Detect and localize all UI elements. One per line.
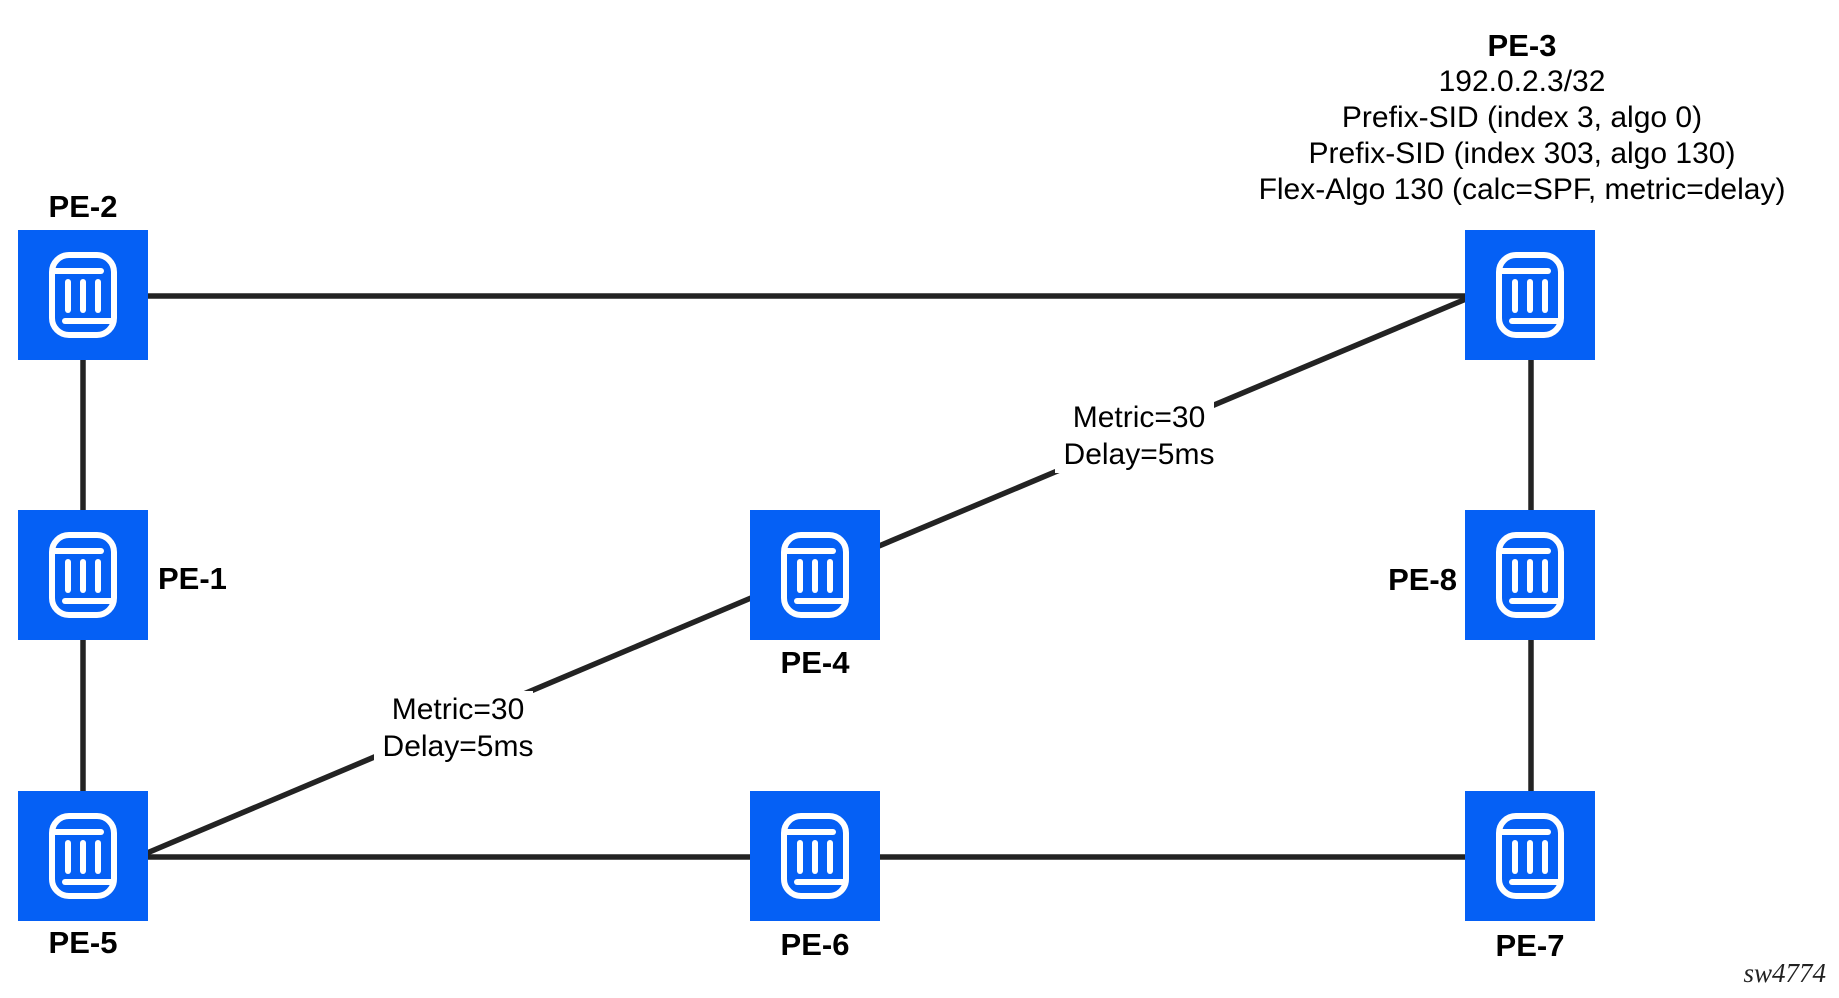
router-icon [1496, 532, 1564, 618]
node-label-pe1: PE-1 [158, 561, 227, 596]
node-pe4 [750, 510, 880, 640]
router-icon [49, 252, 117, 338]
node-label-pe6: PE-6 [780, 927, 850, 962]
delay-value: Delay=5ms [373, 728, 543, 765]
node-pe3 [1465, 230, 1595, 360]
router-icon [781, 813, 849, 899]
router-icon [781, 532, 849, 618]
node-label-pe2: PE-2 [48, 189, 118, 224]
node-pe5 [18, 791, 148, 921]
node-pe8 [1465, 510, 1595, 640]
figure-watermark: sw4774 [1743, 958, 1826, 988]
node-pe2 [18, 230, 148, 360]
router-icon [49, 813, 117, 899]
router-icon [49, 532, 117, 618]
metric-value: Metric=30 [382, 691, 534, 728]
pe3-annotation-prefix-sid-algo0: Prefix-SID (index 3, algo 0) [1341, 101, 1703, 134]
link-label-pe5-pe4: Metric=30 Delay=5ms [258, 691, 658, 765]
node-pe7 [1465, 791, 1595, 921]
router-icon [1496, 813, 1564, 899]
delay-value: Delay=5ms [1054, 436, 1224, 473]
node-label-pe3: PE-3 [1487, 28, 1557, 63]
node-pe6 [750, 791, 880, 921]
metric-value: Metric=30 [1063, 399, 1215, 436]
node-label-pe7: PE-7 [1495, 928, 1565, 963]
pe3-annotation-loopback: 192.0.2.3/32 [1438, 65, 1606, 98]
link-label-pe4-pe3: Metric=30 Delay=5ms [939, 399, 1339, 473]
router-icon [1496, 252, 1564, 338]
pe3-annotation-prefix-sid-algo130: Prefix-SID (index 303, algo 130) [1308, 137, 1736, 170]
pe3-annotation: PE-3 192.0.2.3/32 Prefix-SID (index 3, a… [1122, 28, 1839, 208]
node-pe1 [18, 510, 148, 640]
node-label-pe4: PE-4 [780, 645, 850, 680]
node-label-pe8: PE-8 [1388, 562, 1457, 597]
pe3-annotation-flex-algo: Flex-Algo 130 (calc=SPF, metric=delay) [1258, 173, 1786, 206]
node-label-pe5: PE-5 [48, 925, 118, 960]
